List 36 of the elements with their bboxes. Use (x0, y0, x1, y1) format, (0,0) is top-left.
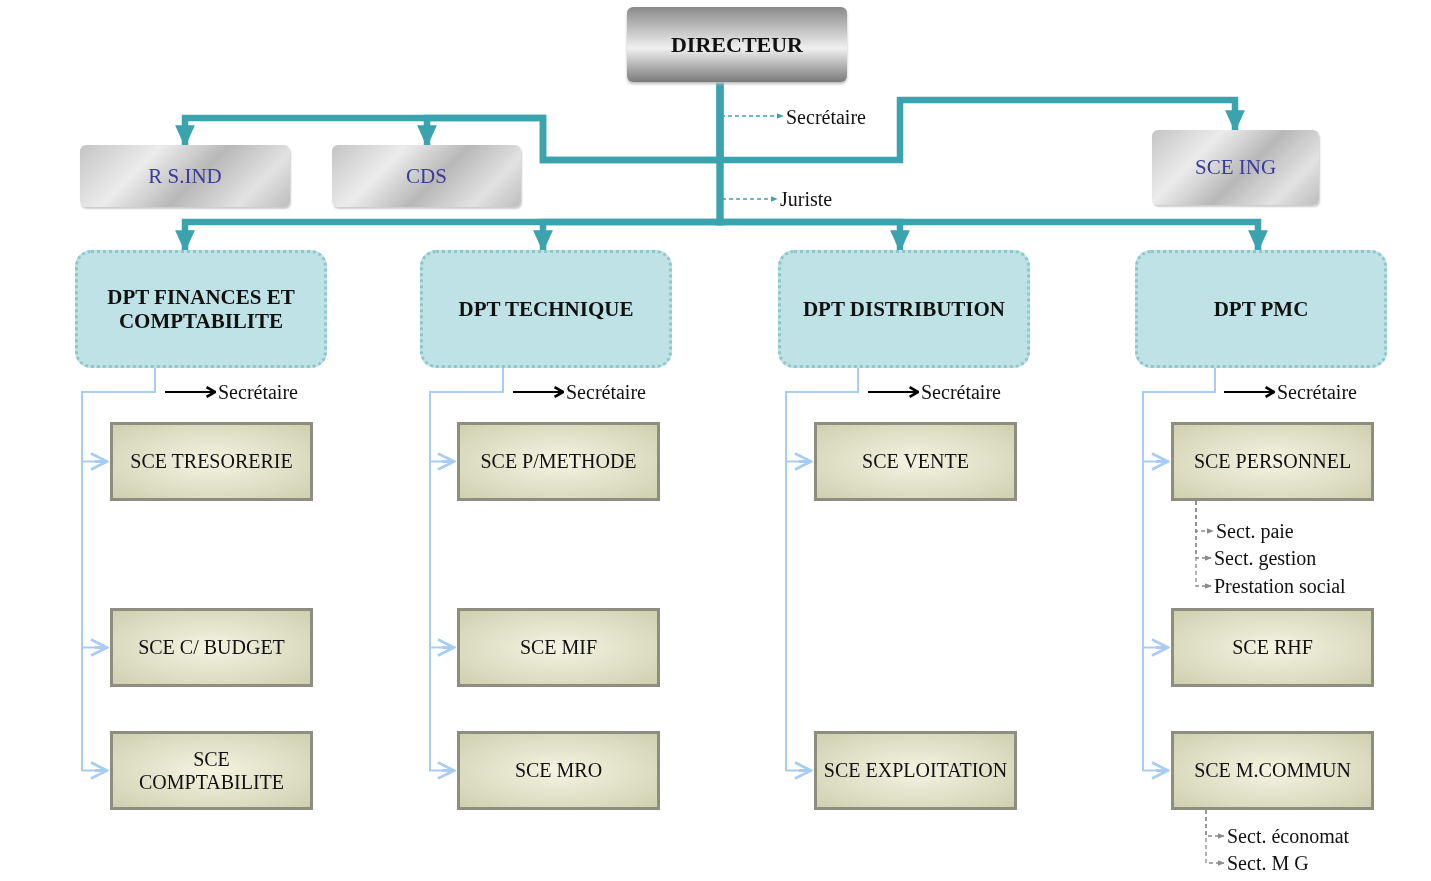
service-box: SCE P/METHODE (457, 422, 660, 501)
text-label: Secrétaire (786, 104, 896, 130)
service-box: SCE COMPTABILITE (110, 731, 313, 810)
connector-arrow (1195, 500, 1212, 589)
unit-box: R S.IND (80, 145, 290, 207)
connector-arrow (867, 385, 920, 399)
service-box: SCE C/ BUDGET (110, 608, 313, 687)
department-box: DPT FINANCES ET COMPTABILITE (75, 250, 327, 368)
unit-box: CDS (332, 145, 521, 207)
text-label: Secrétaire (566, 379, 676, 405)
service-box: SCE MIF (457, 608, 660, 687)
service-box: SCE EXPLOITATION (814, 731, 1017, 810)
service-box: SCE PERSONNEL (1171, 422, 1374, 501)
connector-arrow (1205, 809, 1225, 866)
service-box: SCE MRO (457, 731, 660, 810)
text-label: Secrétaire (218, 379, 328, 405)
connector-arrow (164, 385, 217, 399)
text-label: Sect. paie (1216, 518, 1326, 544)
text-label: Secrétaire (1277, 379, 1387, 405)
director-box: DIRECTEUR (627, 7, 847, 82)
service-box: SCE RHF (1171, 608, 1374, 687)
text-label: Secrétaire (921, 379, 1031, 405)
service-box: SCE TRESORERIE (110, 422, 313, 501)
unit-box: SCE ING (1152, 130, 1319, 205)
text-label: Juriste (780, 186, 870, 212)
department-box: DPT DISTRIBUTION (778, 250, 1030, 368)
service-box: SCE M.COMMUN (1171, 731, 1374, 810)
department-box: DPT PMC (1135, 250, 1387, 368)
service-box: SCE VENTE (814, 422, 1017, 501)
text-label: Sect. M G (1227, 850, 1347, 876)
text-label: Sect. gestion (1214, 545, 1344, 571)
connector-arrow (1223, 385, 1276, 399)
department-box: DPT TECHNIQUE (420, 250, 672, 368)
text-label: Sect. économat (1227, 823, 1377, 849)
connector-arrow (512, 385, 565, 399)
text-label: Prestation social (1214, 573, 1384, 599)
